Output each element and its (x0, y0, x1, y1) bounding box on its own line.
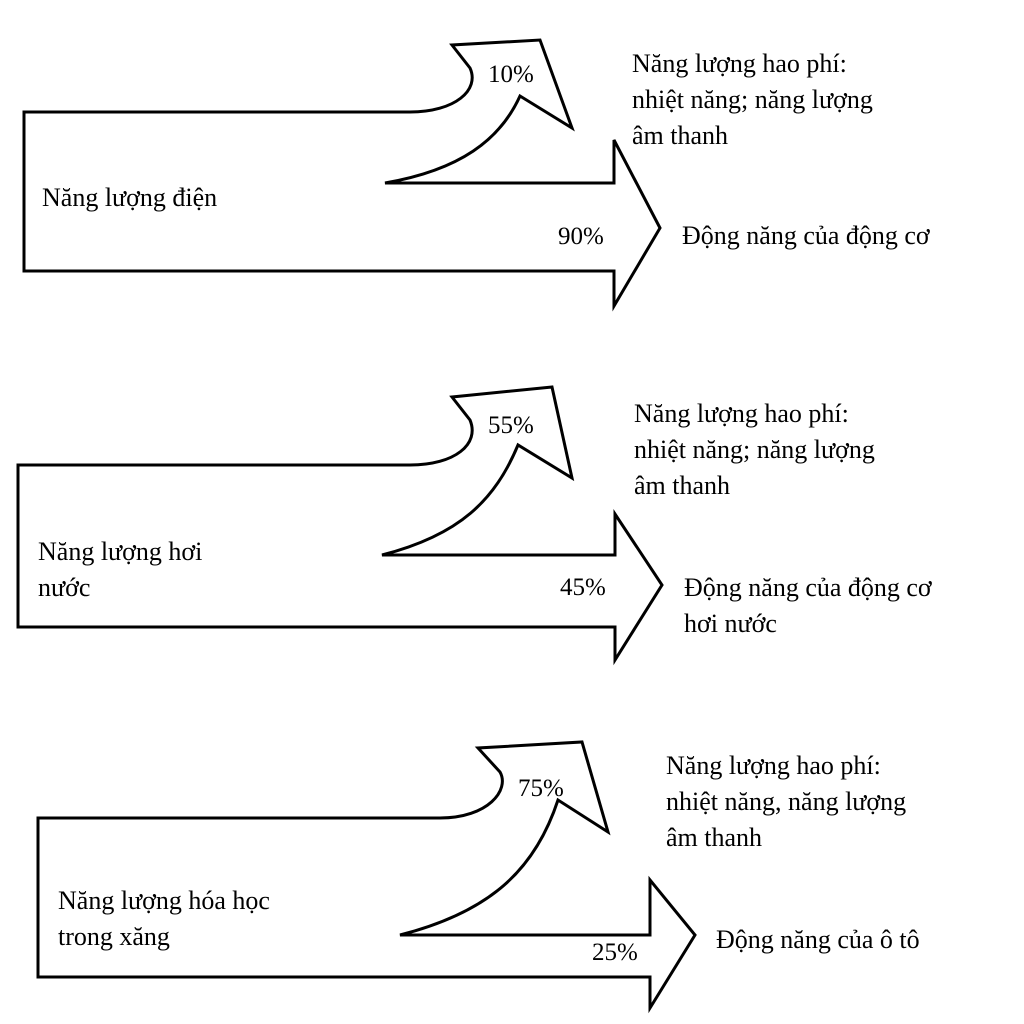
waste-percent-2: 55% (488, 412, 534, 439)
waste-percent-1: 10% (488, 61, 534, 88)
waste-percent-3: 75% (518, 775, 564, 802)
source-label-2: Năng lượng hơi nước (38, 537, 203, 602)
waste-label-3: Năng lượng hao phí: nhiệt năng, năng lượ… (666, 751, 907, 852)
energy-split-arrow-1 (22, 38, 662, 312)
useful-percent-1: 90% (558, 223, 604, 250)
source-label-1: Năng lượng điện (42, 183, 218, 212)
waste-label-1: Năng lượng hao phí: nhiệt năng; năng lượ… (632, 49, 873, 150)
useful-label-3: Động năng của ô tô (716, 925, 920, 954)
energy-split-arrow-2 (16, 385, 664, 666)
useful-percent-2: 45% (560, 574, 606, 601)
waste-label-2: Năng lượng hao phí: nhiệt năng; năng lượ… (634, 399, 875, 500)
energy-split-arrow-3 (36, 740, 697, 1014)
source-label-3: Năng lượng hóa học trong xăng (58, 886, 270, 951)
useful-label-1: Động năng của động cơ (682, 221, 930, 250)
useful-label-2: Động năng của động cơ hơi nước (684, 573, 932, 638)
useful-percent-3: 25% (592, 939, 638, 966)
